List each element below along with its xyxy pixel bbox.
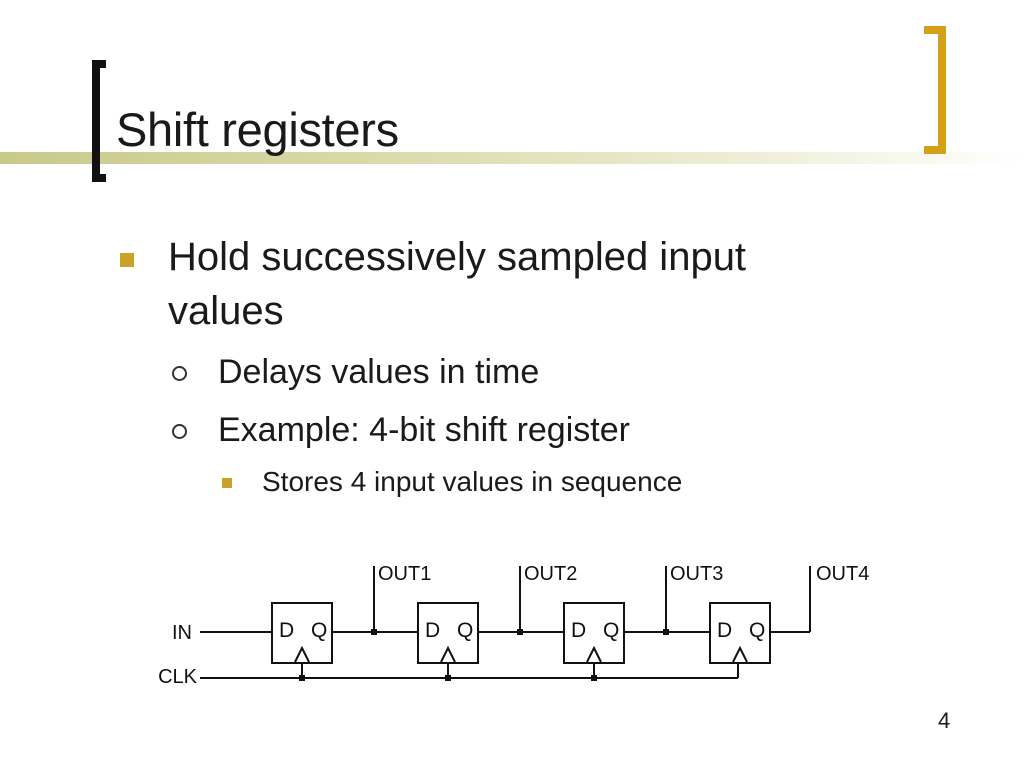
square-bullet-icon — [120, 253, 134, 267]
out3-label: OUT3 — [670, 563, 723, 585]
junction-dot — [663, 629, 669, 635]
clock-edge-icon — [732, 645, 748, 663]
clock-edge-icon — [586, 645, 602, 663]
junction-dot — [517, 629, 523, 635]
bullet-level2-delays: Delays values in time — [218, 353, 540, 391]
q-label: Q — [603, 619, 619, 642]
flip-flop-box — [709, 602, 771, 664]
flip-flop-box — [271, 602, 333, 664]
out4-label: OUT4 — [816, 563, 869, 585]
junction-dot — [445, 675, 451, 681]
slide-title: Shift registers — [116, 103, 399, 156]
junction-dot — [371, 629, 377, 635]
clock-edge-icon — [440, 645, 456, 663]
d-label: D — [717, 619, 732, 642]
flip-flop-2: D Q — [417, 602, 479, 678]
bullet-level1-line1: Hold successively sampled input — [168, 235, 747, 279]
ring-bullet-icon — [172, 424, 187, 439]
title-underline-band — [0, 152, 1024, 164]
q-label: Q — [311, 619, 327, 642]
right-bracket-decoration — [924, 26, 946, 154]
bullet-level2-example: Example: 4-bit shift register — [218, 411, 630, 449]
clock-edge-icon — [294, 645, 310, 663]
in-label: IN — [172, 622, 192, 644]
d-label: D — [425, 619, 440, 642]
junction-dot — [591, 675, 597, 681]
clk-label: CLK — [158, 666, 198, 688]
bullet-level1: Hold successively sampled input values — [168, 230, 746, 338]
junction-dot — [299, 675, 305, 681]
square-bullet-icon — [222, 478, 232, 488]
ring-bullet-icon — [172, 366, 187, 381]
q-label: Q — [749, 619, 765, 642]
flip-flop-3: D Q — [563, 602, 625, 678]
d-label: D — [279, 619, 294, 642]
page-number: 4 — [938, 708, 951, 733]
out2-label: OUT2 — [524, 563, 577, 585]
bullet-level1-line2: values — [168, 289, 284, 333]
out1-label: OUT1 — [378, 563, 431, 585]
bullet-level3-stores: Stores 4 input values in sequence — [262, 466, 683, 497]
flip-flop-4: D Q — [709, 602, 771, 678]
q-label: Q — [457, 619, 473, 642]
left-bracket-decoration — [92, 60, 106, 182]
flip-flop-1: D Q — [271, 602, 333, 678]
d-label: D — [571, 619, 586, 642]
